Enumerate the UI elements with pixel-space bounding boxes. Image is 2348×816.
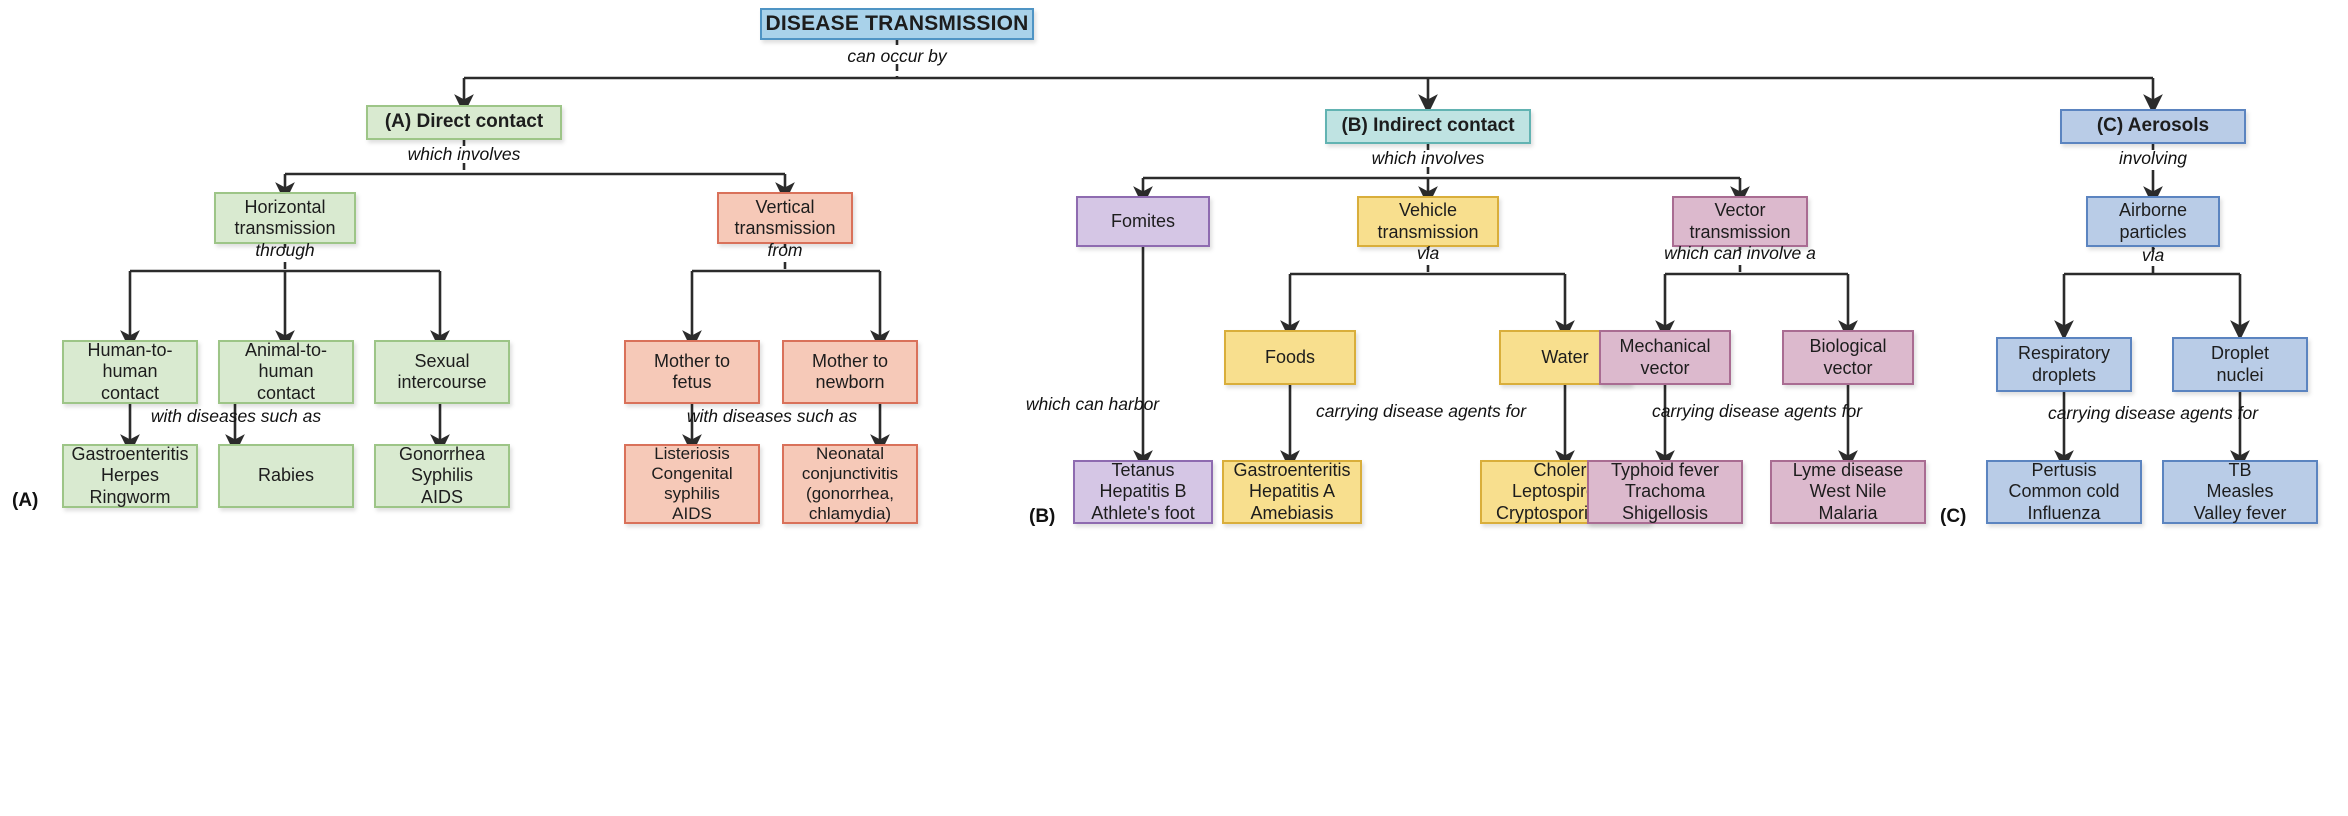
node-sexual-intercourse: Sexual intercourse [374,340,510,404]
node-droplet-nuclei-label: Droplet nuclei [2210,343,2270,385]
diseases-respiratory-droplets-label: Pertusis Common cold Influenza [2008,460,2120,523]
label-which-involves-direct: which involves [407,144,521,164]
label-can-occur-by: can occur by [847,46,947,66]
title-box: DISEASE TRANSMISSION [760,8,1034,40]
diseases-mother-to-newborn: Neonatal conjunctivitis (gonorrhea, chla… [782,444,918,524]
diseases-respiratory-droplets: Pertusis Common cold Influenza [1986,460,2142,524]
diseases-fomites: Tetanus Hepatitis B Athlete's foot [1073,460,1213,524]
node-mechanical-vector-label: Mechanical vector [1619,336,1711,378]
node-vector-transmission-label: Vector transmission [1689,200,1791,242]
node-foods-label: Foods [1264,346,1316,367]
label-via-vehicle: via [1416,243,1440,263]
node-horizontal-transmission-label: Horizontal transmission [234,196,336,238]
diseases-mother-to-fetus: Listeriosis Congenital syphilis AIDS [624,444,760,524]
diseases-mechanical-vector-label: Typhoid fever Trachoma Shigellosis [1610,460,1720,523]
node-fomites-label: Fomites [1110,210,1175,231]
node-vertical-transmission: Vertical transmission [717,192,853,244]
node-droplet-nuclei: Droplet nuclei [2172,337,2308,392]
node-sexual-intercourse-label: Sexual intercourse [397,350,487,392]
diseases-animal-to-human: Rabies [218,444,354,508]
label-with-diseases-such-as-vertical: with diseases such as [686,406,858,426]
label-via-aerosol: via [2141,245,2165,265]
branch-aerosols: (C) Aerosols [2060,109,2246,144]
diseases-droplet-nuclei: TB Measles Valley fever [2162,460,2318,524]
label-through: through [255,240,315,260]
node-airborne-particles: Airborne particles [2086,196,2220,247]
branch-aerosols-label: (C) Aerosols [2096,115,2210,137]
node-human-to-human: Human-to- human contact [62,340,198,404]
node-animal-to-human-label: Animal-to- human contact [244,340,328,403]
panel-marker-b: (B) [1029,506,1056,527]
diseases-sexual-intercourse-label: Gonorrhea Syphilis AIDS [398,444,486,507]
node-mother-to-fetus: Mother to fetus [624,340,760,404]
node-biological-vector: Biological vector [1782,330,1914,385]
label-involving: involving [2118,148,2188,168]
node-airborne-particles-label: Airborne particles [2118,200,2188,242]
label-from: from [767,240,803,260]
node-fomites: Fomites [1076,196,1210,247]
diseases-human-to-human-label: Gastroenteritis Herpes Ringworm [71,444,189,507]
label-carrying-agents-vehicle: carrying disease agents for [1315,401,1527,421]
branch-direct-contact: (A) Direct contact [366,105,562,140]
diseases-animal-to-human-label: Rabies [257,465,315,486]
diseases-droplet-nuclei-label: TB Measles Valley fever [2193,460,2287,523]
diseases-foods-label: Gastroenteritis Hepatitis A Amebiasis [1233,460,1351,523]
label-carrying-agents-aerosol: carrying disease agents for [2047,403,2259,423]
label-carrying-agents-vector: carrying disease agents for [1651,401,1863,421]
label-which-involves-indirect: which involves [1371,148,1485,168]
branch-indirect-contact: (B) Indirect contact [1325,109,1531,144]
node-vehicle-transmission: Vehicle transmission [1357,196,1499,247]
node-mother-to-newborn-label: Mother to newborn [811,350,889,392]
label-with-diseases-such-as-horizontal: with diseases such as [150,406,322,426]
title-label: DISEASE TRANSMISSION [765,11,1029,35]
node-horizontal-transmission: Horizontal transmission [214,192,356,244]
node-respiratory-droplets: Respiratory droplets [1996,337,2132,392]
panel-marker-c: (C) [1940,506,1967,527]
node-vertical-transmission-label: Vertical transmission [734,196,836,238]
diseases-fomites-label: Tetanus Hepatitis B Athlete's foot [1091,460,1195,523]
panel-marker-a: (A) [12,490,39,511]
diseases-mother-to-newborn-label: Neonatal conjunctivitis (gonorrhea, chla… [801,443,899,524]
node-water-label: Water [1541,346,1589,367]
node-vector-transmission: Vector transmission [1672,196,1808,247]
branch-direct-contact-label: (A) Direct contact [384,111,544,133]
diseases-biological-vector-label: Lyme disease West Nile Malaria [1792,460,1904,523]
node-human-to-human-label: Human-to- human contact [87,340,173,403]
diseases-human-to-human: Gastroenteritis Herpes Ringworm [62,444,198,508]
label-which-can-involve-a: which can involve a [1664,243,1816,263]
node-foods: Foods [1224,330,1356,385]
node-mother-to-fetus-label: Mother to fetus [653,350,731,392]
node-biological-vector-label: Biological vector [1809,336,1887,378]
diseases-biological-vector: Lyme disease West Nile Malaria [1770,460,1926,524]
node-animal-to-human: Animal-to- human contact [218,340,354,404]
diseases-mechanical-vector: Typhoid fever Trachoma Shigellosis [1587,460,1743,524]
label-which-can-harbor: which can harbor [1025,394,1160,414]
node-mechanical-vector: Mechanical vector [1599,330,1731,385]
node-vehicle-transmission-label: Vehicle transmission [1377,200,1479,242]
diseases-sexual-intercourse: Gonorrhea Syphilis AIDS [374,444,510,508]
diseases-foods: Gastroenteritis Hepatitis A Amebiasis [1222,460,1362,524]
diseases-mother-to-fetus-label: Listeriosis Congenital syphilis AIDS [651,443,733,524]
node-respiratory-droplets-label: Respiratory droplets [2017,343,2111,385]
node-mother-to-newborn: Mother to newborn [782,340,918,404]
branch-indirect-contact-label: (B) Indirect contact [1341,115,1515,137]
